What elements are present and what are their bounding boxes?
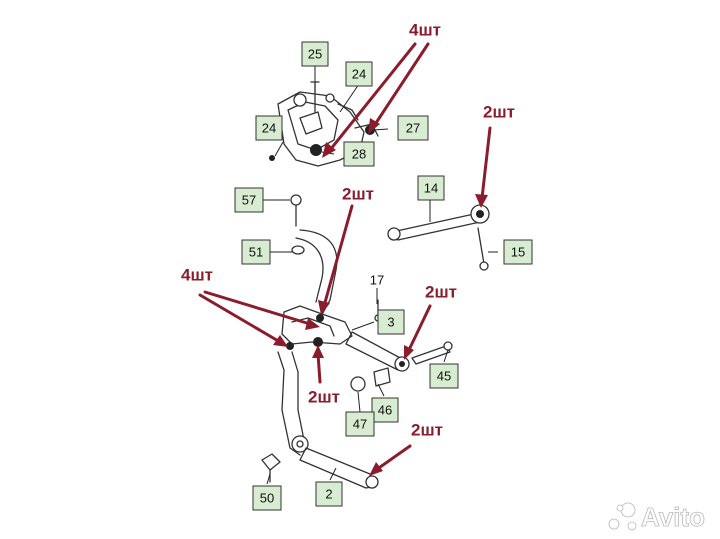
part-label-28: 28 <box>343 141 375 167</box>
part-label-24-upper: 24 <box>345 61 373 87</box>
part-label-47: 47 <box>345 411 375 437</box>
qty-label-middle: 2шт <box>342 185 374 204</box>
qty-label-tie-rod: 2шт <box>411 421 443 440</box>
part-label-14-text: 14 <box>424 181 438 196</box>
qty-label-lower-left: 2шт <box>308 388 340 407</box>
qty-callout-left: 4шт <box>181 266 320 347</box>
qty-callout-top: 4шт <box>322 21 441 158</box>
part-label-15-text: 15 <box>511 245 525 260</box>
part-label-45: 45 <box>429 363 459 389</box>
qty-label-top: 4шт <box>409 21 441 40</box>
trailing-arm-drawing <box>277 229 353 456</box>
qty-callout-lower-left: 2шт <box>308 345 340 407</box>
part-label-27-text: 27 <box>406 121 420 136</box>
part-label-3-text: 3 <box>387 315 394 330</box>
part-label-57: 57 <box>234 187 264 213</box>
qty-callout-middle: 2шт <box>318 185 374 315</box>
avito-watermark-text: Avito <box>641 502 705 532</box>
leader-lines <box>263 66 498 485</box>
part-label-27: 27 <box>397 115 429 141</box>
part-label-24-left-text: 24 <box>262 121 276 136</box>
avito-watermark: Avito <box>608 502 705 532</box>
part-label-25-text: 25 <box>308 47 322 62</box>
tie-rod-drawing <box>261 447 379 489</box>
part-label-24-left: 24 <box>255 115 283 141</box>
qty-label-left: 4шт <box>181 266 213 285</box>
part-label-2-text: 2 <box>325 487 332 502</box>
qty-callout-tie-rod: 2шт <box>369 421 443 476</box>
fasteners-drawing <box>269 125 382 350</box>
part-label-25: 25 <box>301 41 329 67</box>
part-label-2: 2 <box>315 481 343 507</box>
part-label-51-text: 51 <box>249 245 263 260</box>
avito-logo-icon <box>608 502 637 531</box>
part-label-14: 14 <box>417 175 445 201</box>
part-label-15: 15 <box>503 239 533 265</box>
part-label-17: 17 <box>370 273 384 288</box>
qty-label-lower-arm: 2шт <box>425 283 457 302</box>
part-label-57-text: 57 <box>242 193 256 208</box>
part-label-28-text: 28 <box>352 147 366 162</box>
part-label-24-upper-text: 24 <box>352 67 366 82</box>
part-label-50: 50 <box>252 485 282 511</box>
upper-control-arm-drawing <box>387 204 490 271</box>
part-label-17-text: 17 <box>370 273 384 288</box>
part-label-50-text: 50 <box>260 491 274 506</box>
lower-control-arm-drawing <box>345 331 453 392</box>
part-label-51: 51 <box>241 239 271 265</box>
qty-callout-upper-arm: 2шт <box>475 103 515 208</box>
part-label-47-text: 47 <box>353 417 367 432</box>
qty-label-upper-arm: 2шт <box>483 103 515 122</box>
part-label-3: 3 <box>377 309 405 335</box>
part-label-46-text: 46 <box>378 403 392 418</box>
part-label-45-text: 45 <box>437 369 451 384</box>
part-label-46: 46 <box>371 397 399 423</box>
qty-callout-lower-arm: 2шт <box>404 283 457 360</box>
